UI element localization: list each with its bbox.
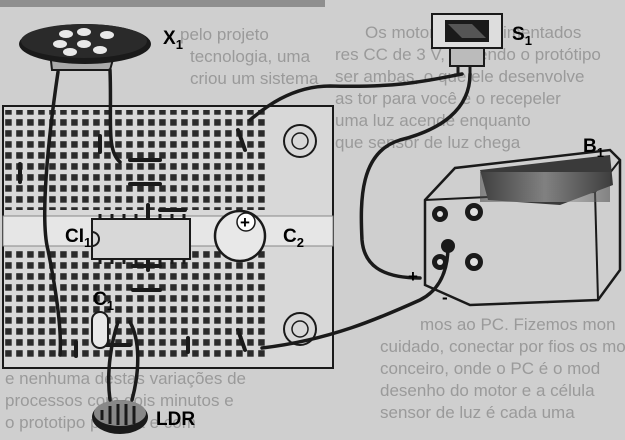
label-b1: B1 bbox=[583, 136, 604, 160]
battery-holder-b1 bbox=[423, 148, 622, 307]
c2-plus-label: + bbox=[240, 213, 250, 232]
battery-plus-label: + bbox=[408, 267, 418, 286]
header-bar bbox=[0, 0, 325, 7]
background-text-line: criou um sistema bbox=[190, 69, 319, 88]
background-text-line: que sensor de luz chega bbox=[335, 133, 521, 152]
mounting-hole-bottom bbox=[283, 312, 317, 346]
background-text-line: as tor para você é o recepeler bbox=[335, 89, 561, 108]
background-text-line: mos ao PC. Fizemos mon bbox=[420, 315, 616, 334]
buzzer-x1 bbox=[19, 24, 151, 71]
background-text-line: tecnologia, uma bbox=[190, 47, 311, 66]
ldr-sensor bbox=[92, 400, 148, 434]
label-c2: C2 bbox=[283, 226, 304, 250]
label-ldr: LDR bbox=[156, 409, 195, 430]
background-text-line: uma luz acende enquanto bbox=[335, 111, 531, 130]
background-text-line: ser ambas, o que ele desenvolve bbox=[335, 67, 585, 86]
label-s1: S1 bbox=[512, 24, 532, 48]
background-text-line: pelo projeto bbox=[180, 25, 269, 44]
capacitor-c1 bbox=[91, 311, 109, 349]
background-text-line: conceiro, onde o PC é o mod bbox=[380, 359, 600, 378]
switch-s1 bbox=[431, 13, 503, 74]
label-ci1: CI1 bbox=[65, 226, 91, 250]
wires bbox=[42, 68, 472, 402]
mounting-hole-top bbox=[283, 124, 317, 158]
battery-minus-label: - bbox=[442, 288, 448, 307]
background-text-line: desenho do motor e a célula bbox=[380, 381, 595, 400]
label-x1: X1 bbox=[163, 28, 183, 52]
background-text-line: e nenhuma destas variações de bbox=[5, 369, 246, 388]
label-c1: C1 bbox=[93, 289, 114, 313]
background-text-line: sensor de luz é cada uma bbox=[380, 403, 575, 422]
integrated-circuit-ci1 bbox=[91, 214, 191, 264]
capacitor-c2: + bbox=[213, 209, 267, 263]
background-text-line: cuidado, conectar por fios os motores bbox=[380, 337, 625, 356]
